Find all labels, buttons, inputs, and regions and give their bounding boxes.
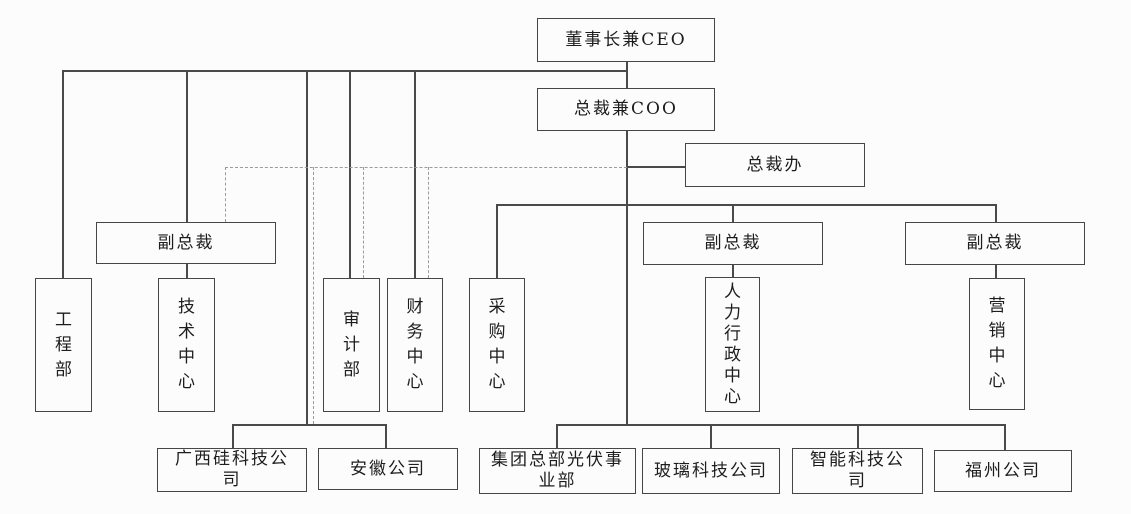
rail-mid bbox=[496, 204, 997, 206]
dashed-stem-vp-left bbox=[225, 167, 226, 222]
stem-glass-tech bbox=[710, 424, 712, 448]
stem-anhui bbox=[385, 424, 387, 448]
line-ceo-coo bbox=[626, 61, 628, 89]
node-finance-center: 财务中心 bbox=[387, 278, 443, 412]
stem-vp-left bbox=[186, 70, 188, 222]
node-hr-admin-center: 人力行政中心 bbox=[705, 277, 760, 412]
node-coo: 总裁兼COO bbox=[537, 88, 715, 131]
node-president-office: 总裁办 bbox=[685, 143, 865, 187]
node-glass-tech: 玻璃科技公司 bbox=[642, 448, 780, 494]
stem-vp-mid bbox=[732, 204, 734, 223]
stem-engineering bbox=[62, 70, 64, 278]
dashed-rail-coo bbox=[225, 167, 627, 168]
stem-smart-tech bbox=[857, 424, 859, 448]
node-vp-mid: 副总裁 bbox=[643, 222, 823, 265]
node-audit: 审计部 bbox=[323, 278, 380, 412]
node-smart-tech: 智能科技公司 bbox=[792, 448, 923, 494]
rail-top-left bbox=[62, 70, 627, 72]
stem-fuzhou bbox=[1004, 424, 1006, 450]
node-hq-pv-division: 集团总部光伏事业部 bbox=[479, 448, 636, 494]
rail-bottom-left bbox=[232, 424, 387, 426]
line-vp-mid-hr-admin bbox=[732, 264, 734, 278]
rail-bottom-right bbox=[556, 424, 1006, 426]
line-vp-right-marketing bbox=[995, 264, 997, 279]
node-tech-center: 技术中心 bbox=[158, 278, 215, 412]
stem-guangxi-silicon bbox=[232, 424, 234, 448]
stem-hq-pv-division bbox=[556, 424, 558, 448]
node-procurement-center: 采购中心 bbox=[469, 278, 525, 412]
stem-finance-center bbox=[414, 70, 416, 278]
stem-left-subsidiaries bbox=[306, 70, 308, 425]
node-fuzhou: 福州公司 bbox=[934, 450, 1072, 492]
node-guangxi-silicon: 广西硅科技公司 bbox=[157, 448, 307, 492]
node-ceo: 董事长兼CEO bbox=[537, 18, 715, 62]
line-coo-main-stem bbox=[626, 130, 628, 425]
node-vp-right: 副总裁 bbox=[905, 222, 1085, 265]
dashed-stem-audit bbox=[363, 167, 364, 278]
node-anhui: 安徽公司 bbox=[318, 448, 458, 490]
stem-procurement-center bbox=[496, 204, 498, 278]
stem-audit bbox=[349, 70, 351, 278]
node-engineering: 工程部 bbox=[35, 278, 92, 412]
dashed-stem-left-subsidiaries bbox=[313, 167, 314, 424]
line-coo-president-office bbox=[627, 166, 686, 168]
node-marketing-center: 营销中心 bbox=[969, 278, 1025, 410]
dashed-stem-finance-center bbox=[428, 167, 429, 278]
line-vp-left-tech-center bbox=[186, 264, 188, 278]
stem-vp-right bbox=[995, 204, 997, 223]
node-vp-left: 副总裁 bbox=[96, 222, 276, 264]
